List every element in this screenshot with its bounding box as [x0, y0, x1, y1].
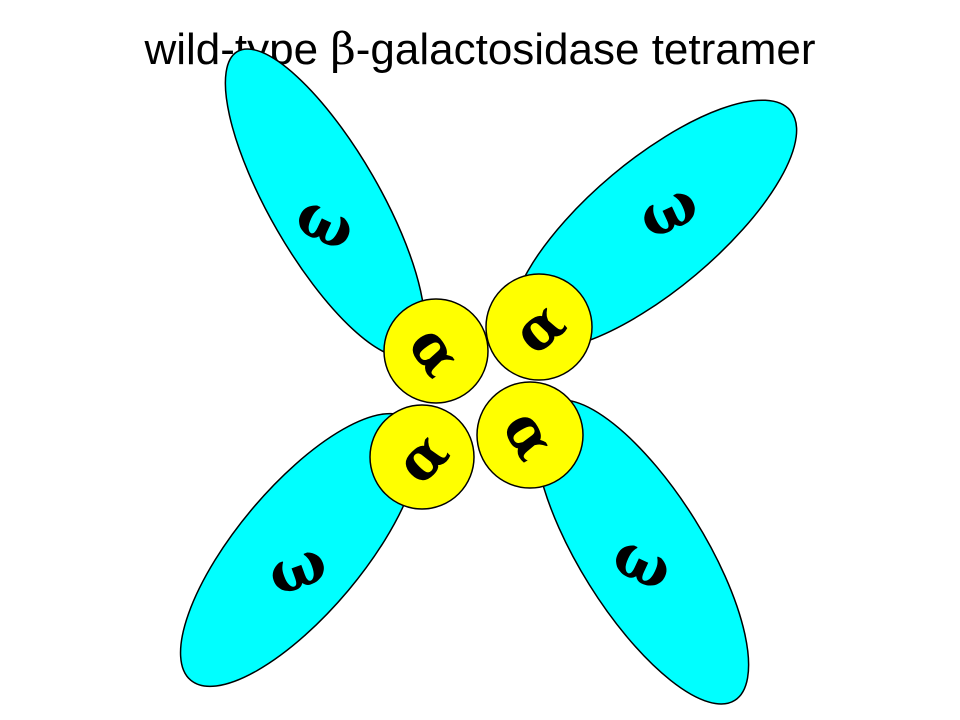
alpha-domain-lower-right: [476, 381, 584, 489]
alpha-domain-lower-left: [369, 404, 475, 510]
title-beta-symbol: β: [330, 24, 356, 75]
alpha-domain-upper-left: [383, 298, 489, 404]
slide-title: wild-type β-galactosidase tetramer: [0, 22, 960, 78]
title-suffix: -galactosidase tetramer: [355, 25, 816, 74]
alpha-domain-upper-right: [485, 273, 593, 381]
